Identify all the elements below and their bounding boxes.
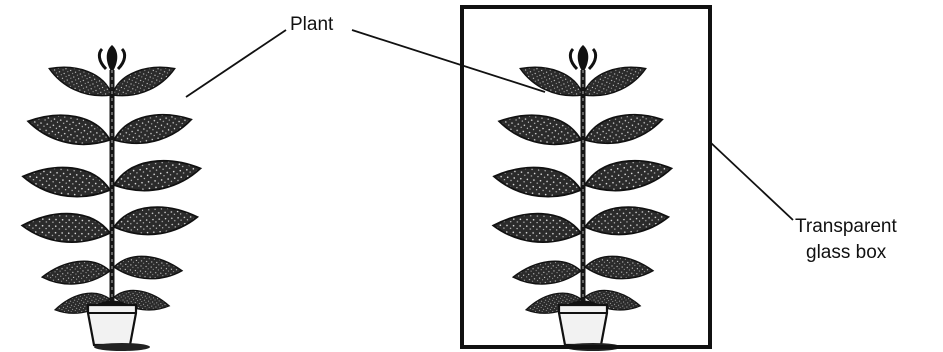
- plant-leader-left: [186, 30, 286, 97]
- glass-box-leader: [710, 142, 793, 220]
- glass-box-label-line1: Transparent: [795, 216, 897, 237]
- plant-leader-right: [352, 30, 545, 92]
- plant-left: [21, 45, 202, 351]
- plant-label: Plant: [290, 14, 334, 35]
- plant-in-box: [492, 45, 673, 351]
- glass-box-label-line2: glass box: [806, 242, 887, 263]
